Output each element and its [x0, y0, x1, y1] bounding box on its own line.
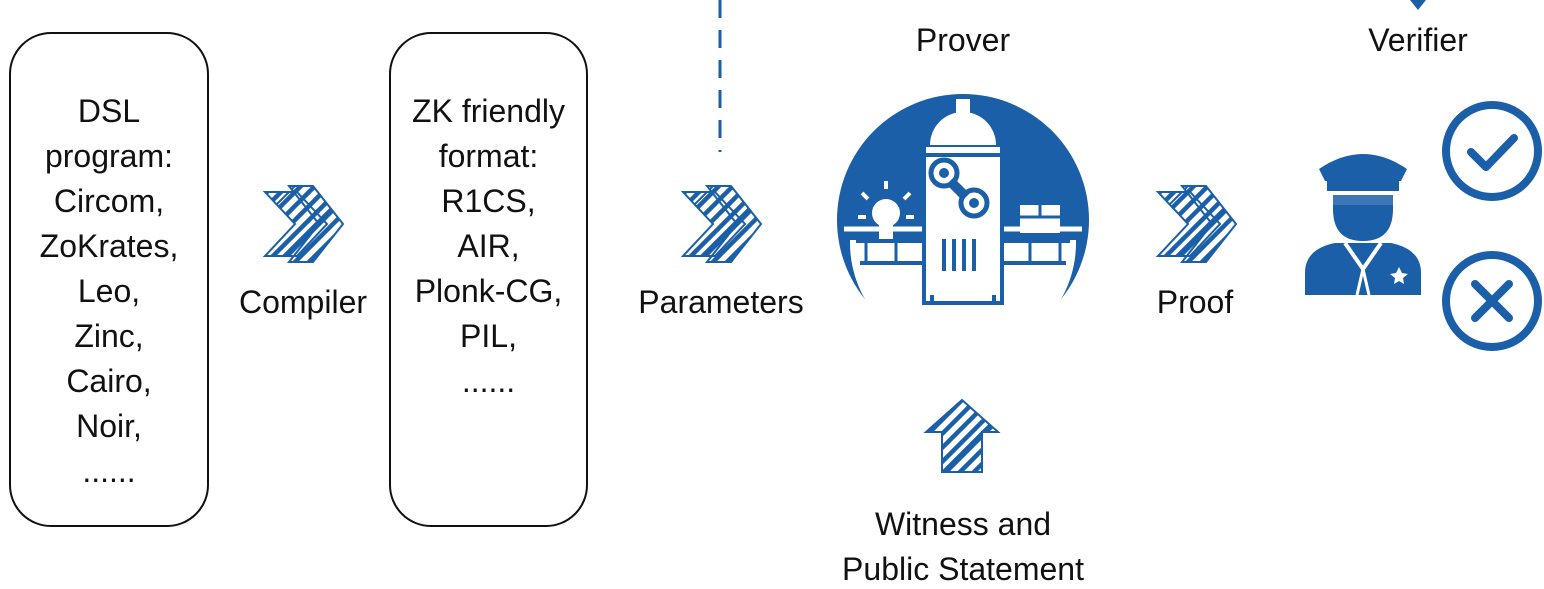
dsl-line: DSL [77, 93, 141, 129]
proof-label: Proof [1156, 284, 1234, 320]
dsl-line: Noir, [76, 408, 142, 444]
zk-line: ...... [461, 363, 516, 399]
compiler-label: Compiler [238, 284, 368, 320]
zk-format-box: ZK friendly format: R1CS, AIR, Plonk-CG,… [389, 32, 588, 527]
setup-dashed-line [718, 0, 722, 152]
dsl-line: ZoKrates, [39, 228, 179, 264]
dsl-line: Zinc, [74, 318, 144, 354]
compiler-arrow-icon [262, 185, 345, 263]
verifier-label: Verifier [1368, 22, 1468, 58]
witness-label-line1: Witness and [874, 506, 1052, 542]
zk-line: format: [438, 138, 539, 174]
zk-line: PIL, [460, 318, 517, 354]
zk-line: AIR, [457, 228, 520, 264]
prover-label: Prover [915, 22, 1011, 58]
witness-label-line2: Public Statement [842, 551, 1084, 587]
dsl-line: ...... [82, 453, 136, 489]
dsl-line: program: [44, 138, 174, 174]
zk-line: Plonk-CG, [414, 273, 563, 309]
verifier-arrowhead [1410, 0, 1426, 10]
witness-arrow-icon [923, 398, 1001, 473]
zk-line: R1CS, [441, 183, 536, 219]
dsl-line: Leo, [77, 273, 141, 309]
checkmark-circle-icon [1442, 101, 1542, 201]
dsl-line: Cairo, [66, 363, 152, 399]
parameters-label: Parameters [638, 284, 804, 320]
proof-arrow-icon [1155, 185, 1238, 263]
x-circle-icon [1442, 251, 1542, 351]
police-officer-icon [1305, 154, 1421, 296]
parameters-arrow-icon [680, 185, 763, 263]
dsl-line: Circom, [53, 183, 165, 219]
robot-machine-icon [837, 94, 1089, 356]
zk-line: ZK friendly [412, 93, 565, 129]
dsl-program-box: DSL program: Circom, ZoKrates, Leo, Zinc… [9, 32, 209, 527]
